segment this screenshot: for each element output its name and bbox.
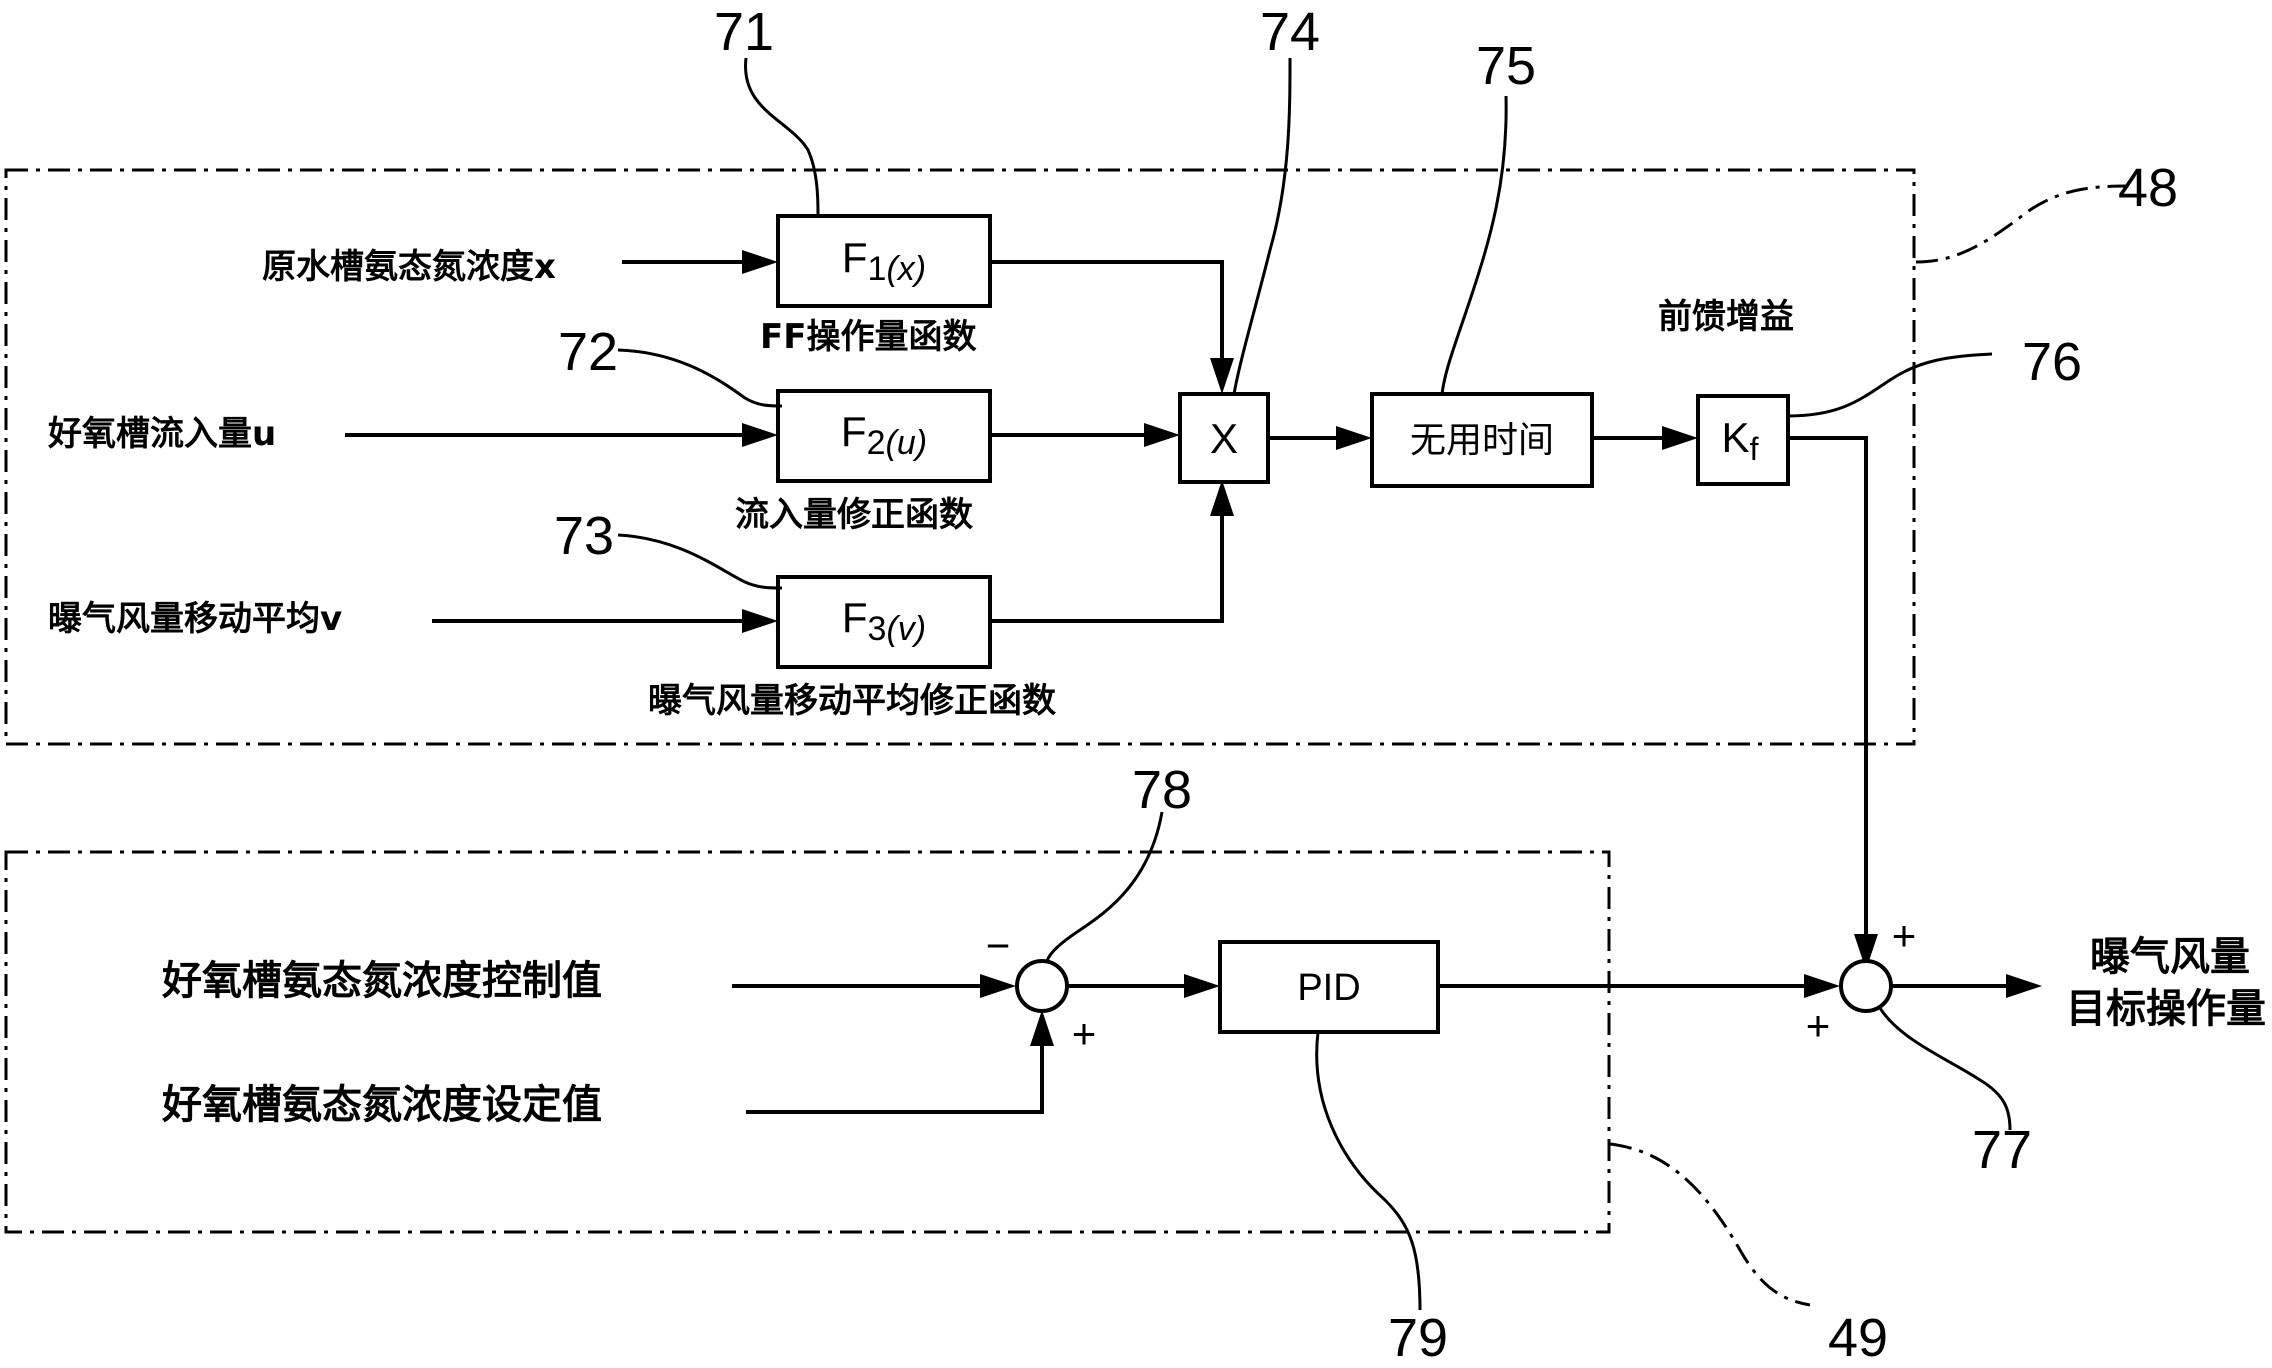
arrow-gain-to-sum2 — [1854, 934, 1878, 970]
dead-time-label: 无用时间 — [1410, 419, 1554, 460]
f2-block-label: F2(u) — [841, 408, 927, 462]
f2-caption: 流入量修正函数 — [735, 495, 973, 535]
wire-f3-to-multiplier — [990, 512, 1224, 623]
leader-79 — [1315, 1031, 1422, 1311]
arrow-control-value — [980, 974, 1016, 998]
leader-74 — [1232, 57, 1292, 395]
arrow-deadtime-to-gain — [1662, 426, 1698, 450]
leader-72 — [617, 348, 783, 408]
sum2-top-plus-sign: + — [1892, 912, 1917, 959]
feedforward-group-box — [4, 168, 1916, 746]
sum1-minus-sign: − — [986, 922, 1011, 969]
ref-76: 76 — [2022, 332, 2082, 392]
sum1-plus-sign: + — [1072, 1010, 1097, 1057]
wire-set-value — [746, 1040, 1044, 1114]
input-raw-ammonia: 原水槽氨态氮浓度x — [262, 247, 556, 287]
arrow-sum1-to-pid — [1184, 974, 1220, 998]
ref-48: 48 — [2118, 158, 2178, 218]
ref-78: 78 — [1132, 760, 1192, 820]
ref-77: 77 — [1972, 1120, 2032, 1180]
arrow-input-x — [742, 250, 778, 274]
wire-f1-to-multiplier — [990, 260, 1224, 362]
ref-72: 72 — [558, 322, 618, 382]
input-set-value: 好氧槽氨态氮浓度设定值 — [161, 1082, 602, 1128]
feedback-group-box — [4, 850, 1611, 1234]
output-label-line1: 曝气风量 — [2090, 934, 2250, 980]
leader-49 — [1609, 1142, 1811, 1307]
gain-label: Kf — [1722, 414, 1759, 467]
input-inflow: 好氧槽流入量u — [47, 414, 276, 454]
f1-block — [776, 214, 992, 308]
leader-48 — [1915, 184, 2129, 264]
ref-79: 79 — [1388, 1308, 1448, 1368]
ref-75: 75 — [1476, 36, 1536, 96]
wire-gain-to-sum2 — [1788, 436, 1868, 940]
ref-71: 71 — [714, 2, 774, 62]
leader-77 — [1878, 1007, 2012, 1131]
input-control-value: 好氧槽氨态氮浓度控制值 — [161, 958, 602, 1004]
ref-73: 73 — [554, 506, 614, 566]
arrow-multiplier-to-deadtime — [1336, 426, 1372, 450]
arrow-output — [2006, 974, 2042, 998]
leader-78 — [1045, 811, 1164, 962]
dead-time-block — [1370, 392, 1594, 488]
f1-caption: FF操作量函数 — [760, 317, 976, 357]
f3-block — [776, 575, 992, 669]
f3-caption: 曝气风量移动平均修正函数 — [648, 681, 1056, 721]
f1-block-label: F1(x) — [842, 234, 926, 288]
input-aeration-average: 曝气风量移动平均v — [48, 599, 342, 639]
ref-49: 49 — [1828, 1308, 1888, 1368]
arrow-f1-to-multiplier — [1210, 358, 1234, 394]
pid-label: PID — [1297, 967, 1360, 1009]
gain-caption: 前馈增益 — [1658, 297, 1794, 337]
arrow-input-v — [742, 609, 778, 633]
leader-73 — [617, 533, 783, 590]
arrow-f2-to-multiplier — [1144, 423, 1180, 447]
gain-block — [1696, 394, 1790, 486]
summing-junction-2 — [1839, 959, 1893, 1013]
arrow-input-u — [742, 423, 778, 447]
arrow-f3-to-multiplier — [1210, 480, 1234, 516]
summing-junction-1 — [1015, 959, 1069, 1013]
ref-74: 74 — [1260, 2, 1320, 62]
arrow-pid-to-sum2 — [1804, 974, 1840, 998]
sum2-left-plus-sign: + — [1806, 1002, 1831, 1049]
f2-block — [776, 389, 992, 483]
multiplier-label: X — [1210, 415, 1238, 462]
arrow-set-value — [1030, 1010, 1054, 1046]
leader-71 — [744, 57, 820, 217]
output-label-line2: 目标操作量 — [2066, 986, 2266, 1032]
leader-76 — [1787, 352, 1993, 418]
f3-block-label: F3(v) — [842, 594, 926, 648]
leader-75 — [1440, 95, 1508, 395]
pid-block — [1218, 940, 1440, 1034]
